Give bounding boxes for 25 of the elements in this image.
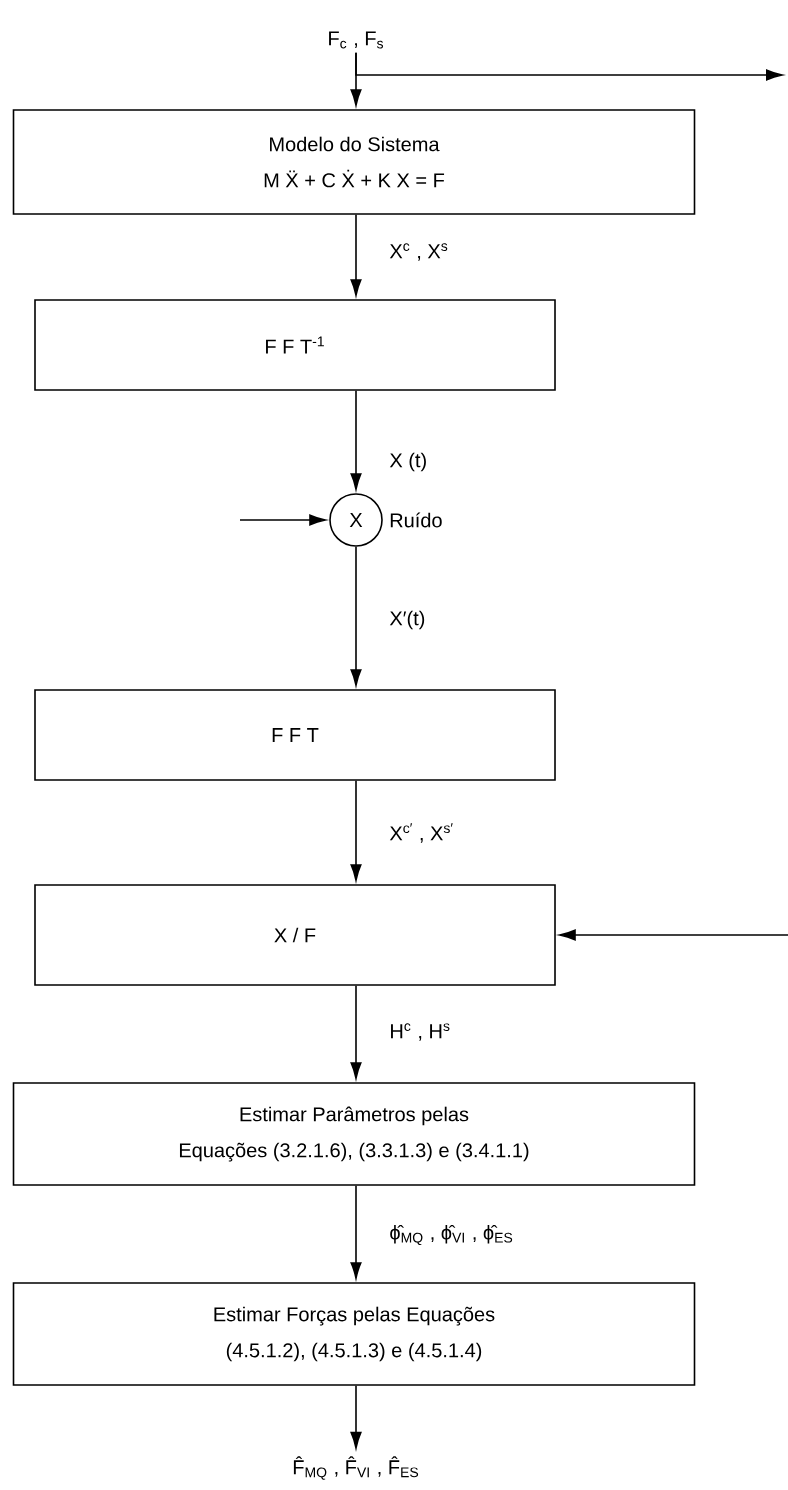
edge-label: X (t) (385, 448, 432, 476)
beside-label: Ruído (390, 512, 442, 528)
arrow (350, 214, 362, 296)
edge-label: H$^{c}$ , H$^{s}$ (385, 1019, 455, 1045)
signal-label: F̂$_{MQ}$ , F̂$_{VI}$ , F̂$_{ES}$ (293, 1456, 419, 1480)
edge-label: X$^{c′}$ , X$^{s′}$ (385, 819, 458, 847)
edge-label: ϕ̂$_{MQ}$ , ϕ̂$_{VI}$ , ϕ̂$_{ES}$ (385, 1220, 518, 1250)
arrow (350, 1185, 362, 1279)
process-box: Estimar Parâmetros pelas Equações (3.2.1.6), (3.3.1.3) e (3.4.1.1) (12, 1082, 696, 1186)
arrow (350, 546, 362, 686)
edge-label: X′(t) (385, 606, 430, 634)
process-box: Estimar Forças pelas Equações (4.5.1.2), (4.5.1.3) e (4.5.1.4) (12, 1282, 696, 1386)
arrow (350, 780, 362, 881)
process-box: F F T (34, 689, 556, 781)
arrow (559, 929, 788, 941)
process-box: X / F (34, 884, 556, 986)
edge-label: X$^{c}$ , X$^{s}$ (385, 239, 453, 265)
process-box: Modelo do Sistema M Ẍ + C Ẋ + K X = F (12, 109, 696, 215)
arrow (355, 52, 783, 81)
process-box: F F T$^{-1}$ (34, 299, 556, 391)
signal-label: F$_{c}$ , F$_{s}$ (329, 31, 384, 49)
arrow (350, 1385, 362, 1449)
arrow (239, 514, 326, 526)
arrow (350, 390, 362, 490)
arrow (350, 985, 362, 1079)
